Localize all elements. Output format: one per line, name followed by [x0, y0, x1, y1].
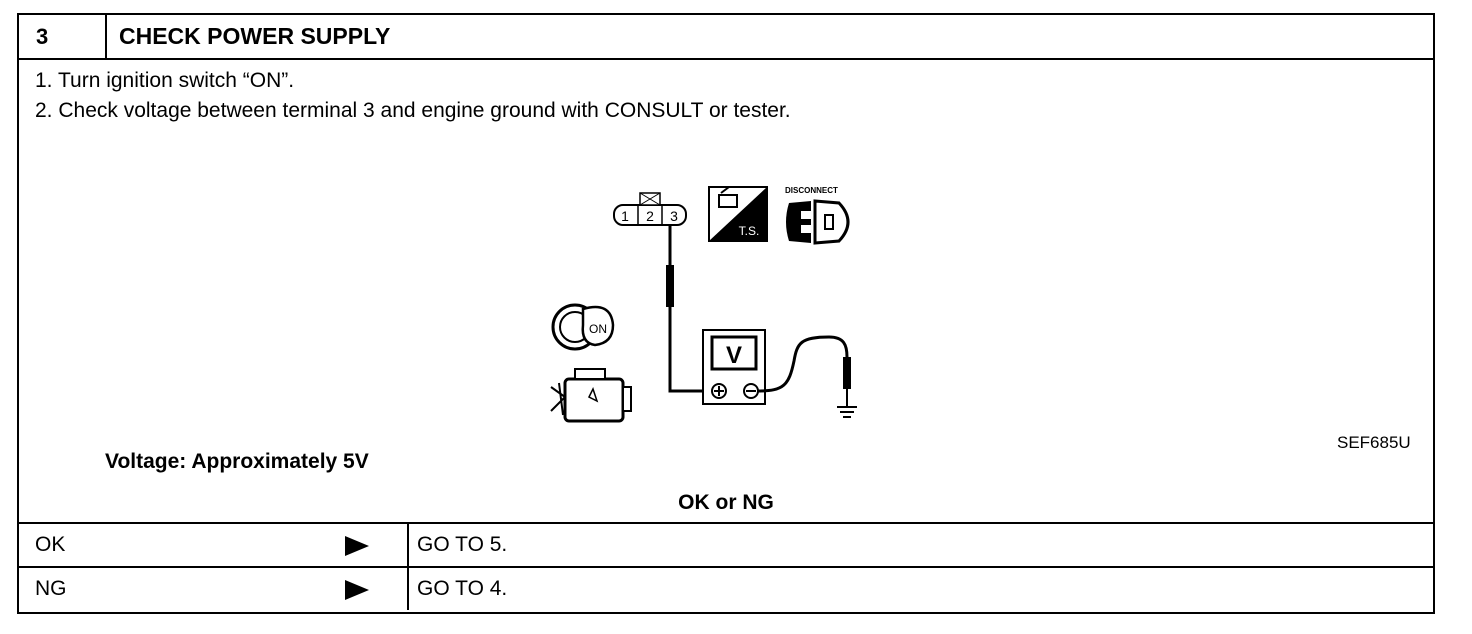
engine-icon — [550, 368, 632, 423]
ignition-label: ON — [589, 322, 607, 336]
negative-probe — [843, 357, 851, 389]
step-number: 3 — [19, 15, 107, 58]
arrow-icon — [345, 580, 369, 600]
result-label: OK — [35, 533, 66, 556]
result-action: GO TO 5. — [407, 524, 507, 566]
result-row-ng: NG GO TO 4. — [19, 566, 1433, 610]
instruction-1: 1. Turn ignition switch “ON”. — [35, 69, 295, 92]
connector-icon: 1 2 3 — [613, 192, 687, 226]
result-row-ok: OK GO TO 5. — [19, 522, 1433, 566]
result-label: NG — [35, 577, 67, 600]
positive-probe — [666, 265, 674, 307]
wiring-diagram: 1 2 3 V — [550, 186, 857, 423]
connector-pin-3: 3 — [670, 208, 678, 224]
instruction-2: 2. Check voltage between terminal 3 and … — [35, 99, 791, 122]
connector-pin-1: 1 — [621, 208, 629, 224]
result-rows: OK GO TO 5. NG GO TO 4. — [19, 522, 1433, 610]
step-title: CHECK POWER SUPPLY — [119, 23, 391, 49]
voltmeter-icon: V — [702, 329, 766, 405]
ts-icon: T.S. — [708, 186, 768, 242]
arrow-icon — [345, 536, 369, 556]
ignition-key-icon: ON — [551, 303, 615, 351]
decision-heading: OK or NG — [678, 491, 774, 514]
voltage-spec: Voltage: Approximately 5V — [105, 450, 369, 473]
ts-label: T.S. — [739, 224, 760, 238]
connector-pin-2: 2 — [646, 208, 654, 224]
disconnect-label: DISCONNECT — [785, 186, 838, 195]
disconnect-icon: DISCONNECT — [785, 186, 850, 245]
result-action: GO TO 4. — [407, 568, 507, 610]
header-row: 3 CHECK POWER SUPPLY — [19, 15, 1433, 60]
figure-code: SEF685U — [1337, 433, 1411, 452]
procedure-table: 3 CHECK POWER SUPPLY 1. Turn ignition sw… — [17, 13, 1435, 614]
ground-icon — [837, 389, 857, 418]
meter-label: V — [726, 342, 742, 369]
